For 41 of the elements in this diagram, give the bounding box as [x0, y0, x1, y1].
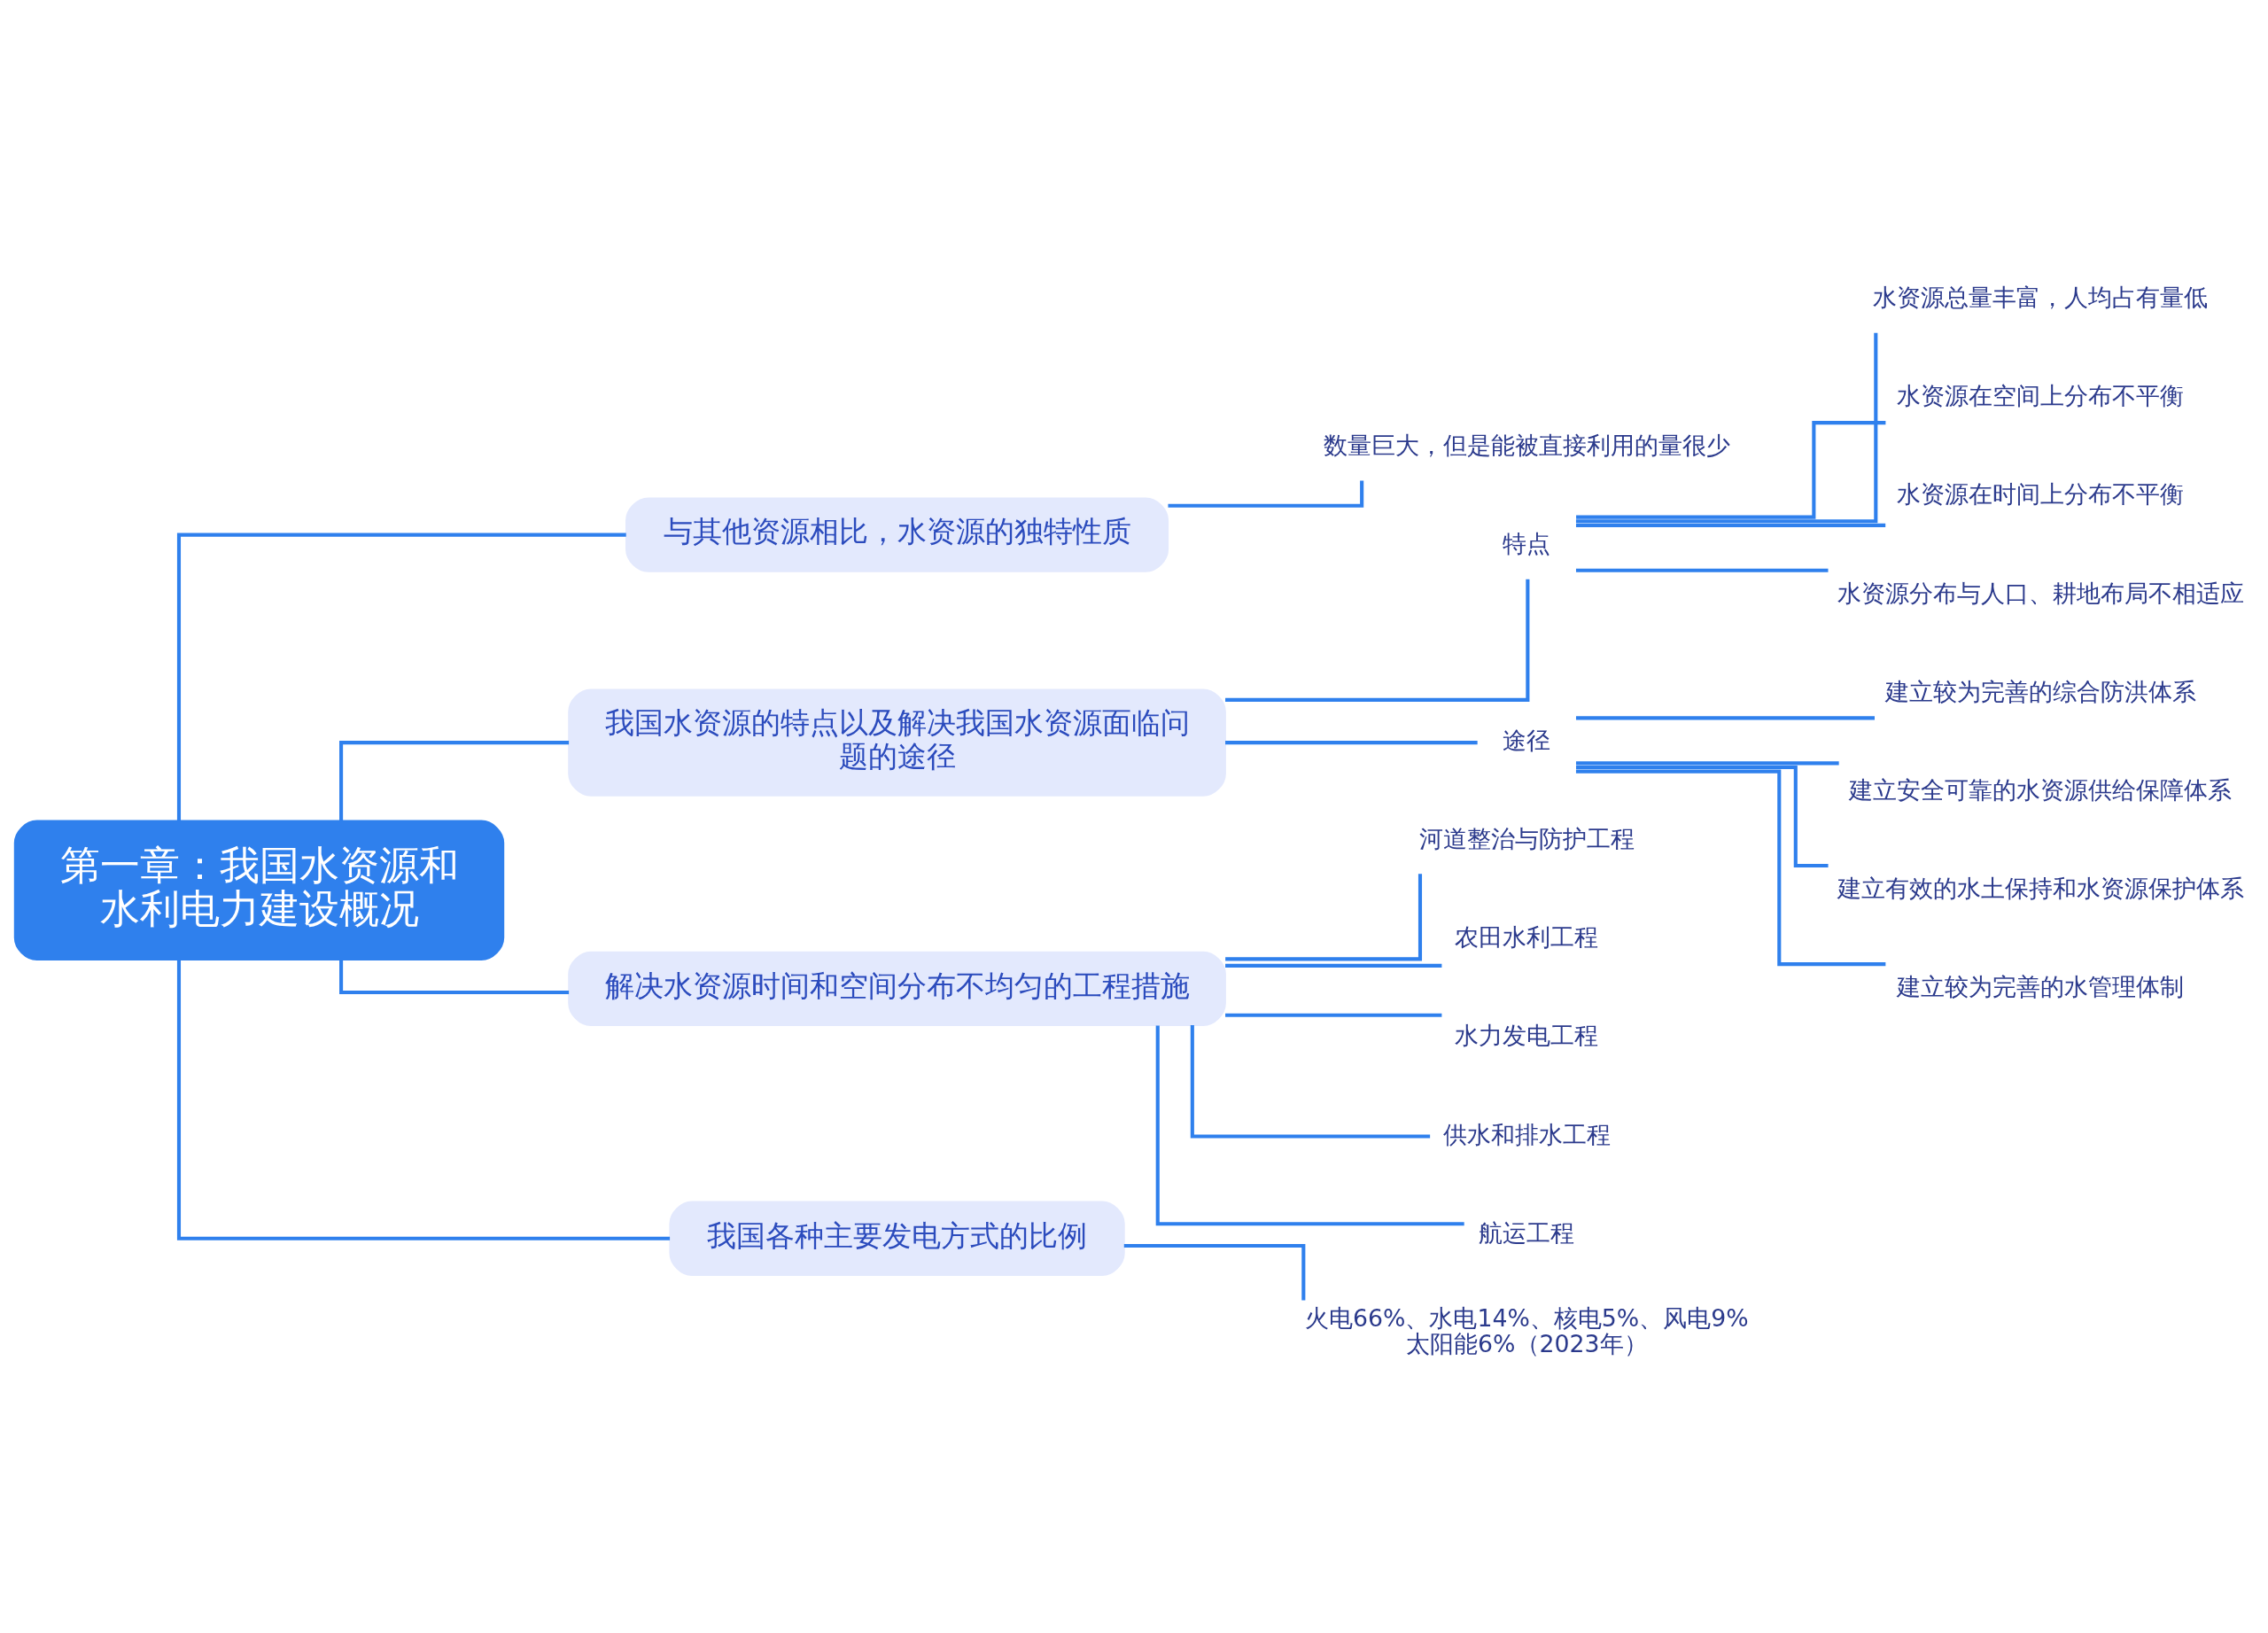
node-text: 数量巨大，但是能被直接利用的量很少	[1323, 431, 1730, 459]
node-box: 与其他资源相比，水资源的独特性质	[625, 497, 1169, 572]
connector	[1575, 523, 1886, 527]
node-text: 水资源分布与人口、耕地布局不相适应	[1837, 579, 2244, 607]
node-text: 水力发电工程	[1455, 1022, 1599, 1050]
node-text: 建立有效的水土保持和水资源保护体系	[1837, 874, 2244, 902]
connector	[1225, 963, 1442, 968]
node-text: 农田水利工程	[1455, 923, 1599, 952]
connector	[1575, 761, 1839, 766]
node-text: 特点	[1503, 529, 1551, 557]
connector	[1575, 568, 1829, 572]
connector	[1225, 741, 1478, 745]
connector	[1225, 579, 1530, 702]
node-text: 航运工程	[1479, 1218, 1575, 1247]
node-text: 水资源在时间上分布不平衡	[1897, 480, 2185, 509]
connector	[1190, 1025, 1431, 1139]
node-text: 建立安全可靠的水资源供给保障体系	[1849, 775, 2233, 804]
node-text: 河道整治与防护工程	[1418, 825, 1635, 853]
node-text: 水资源总量丰富，人均占有量低	[1873, 284, 2209, 312]
node-text: 供水和排水工程	[1442, 1120, 1611, 1148]
node-box: 我国水资源的特点以及解决我国水资源面临问题的途径	[568, 688, 1226, 797]
node-text: 建立较为完善的综合防洪体系	[1885, 677, 2196, 705]
connector	[1123, 1243, 1306, 1301]
connector	[1576, 421, 1886, 519]
node-text: 建立较为完善的水管理体制	[1897, 972, 2185, 1000]
connector	[1155, 1025, 1464, 1226]
connector	[339, 741, 570, 821]
connector	[176, 960, 671, 1240]
connector	[1225, 1013, 1442, 1017]
node-box: 解决水资源时间和空间分布不均匀的工程措施	[568, 951, 1226, 1027]
node-text: 火电66%、水电14%、核电5%、风电9% 太阳能6%（2023年）	[1305, 1304, 1749, 1358]
connector	[1575, 769, 1886, 967]
node-text: 途径	[1503, 727, 1551, 755]
node-box: 第一章：我国水资源和水利电力建设概况	[13, 820, 505, 961]
connector	[176, 533, 626, 821]
node-box: 我国各种主要发电方式的比例	[669, 1201, 1125, 1276]
node-text: 水资源在空间上分布不平衡	[1897, 382, 2185, 410]
connector	[1576, 765, 1829, 868]
connector	[1225, 874, 1423, 961]
connector	[1575, 332, 1878, 524]
connector	[1575, 716, 1875, 720]
